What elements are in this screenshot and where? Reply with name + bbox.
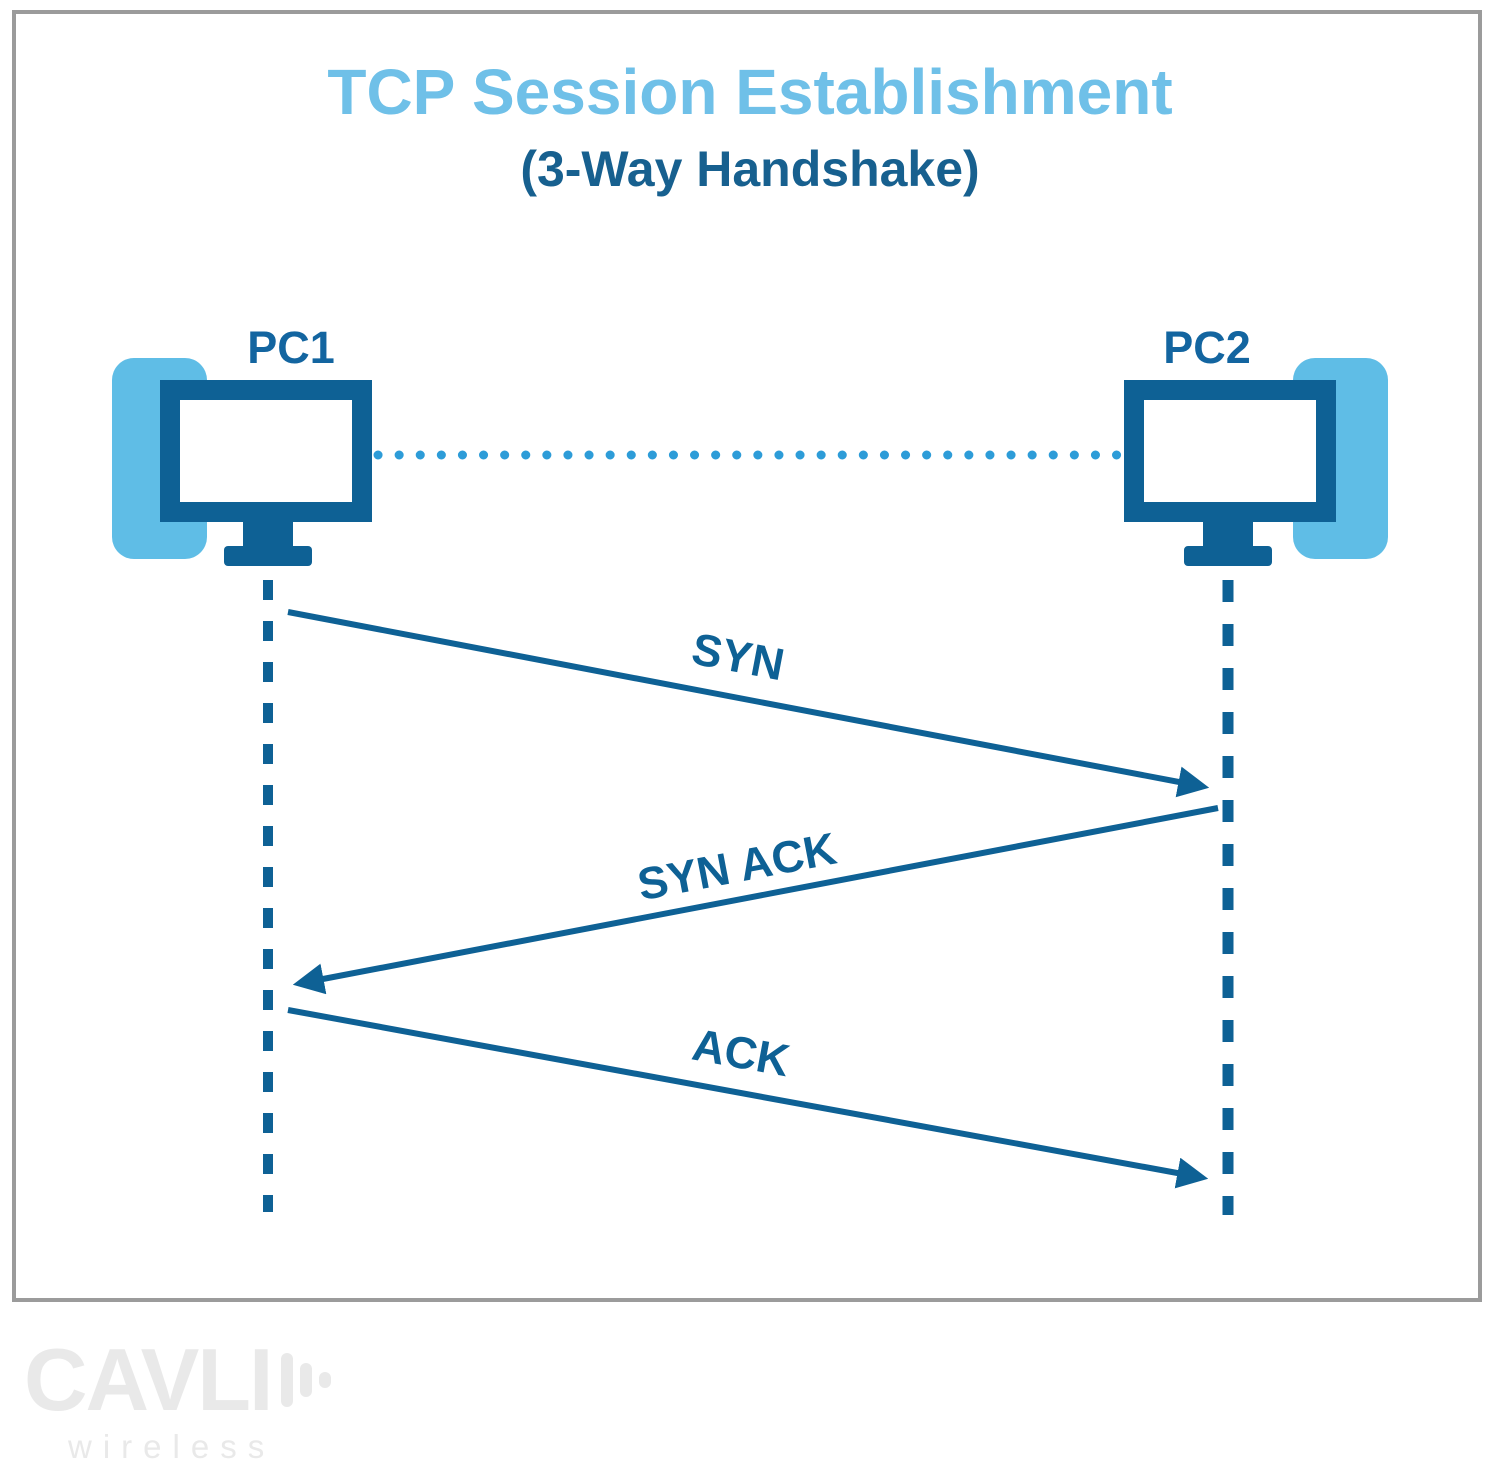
- signal-bar-large: [281, 1353, 294, 1407]
- pc1-label: PC1: [247, 322, 335, 373]
- pc1-stand-neck: [243, 522, 293, 550]
- diagram-title: TCP Session Establishment: [327, 56, 1173, 128]
- signal-bar-medium: [300, 1363, 313, 1397]
- syn-ack-arrow: [292, 805, 1219, 995]
- pc2-stand-base: [1184, 546, 1272, 566]
- pc1-computer-icon: [112, 358, 372, 566]
- cavli-wireless-logo: CAVLI wireless: [24, 1336, 338, 1466]
- syn-arrow: [287, 609, 1210, 798]
- diagram-frame: [12, 10, 1482, 1302]
- pc2-computer-icon: [1124, 358, 1388, 566]
- diagram-subtitle: (3-Way Handshake): [520, 141, 980, 197]
- pc2-screen: [1144, 400, 1316, 502]
- logo-tagline-text: wireless: [68, 1428, 276, 1465]
- pc2-label: PC2: [1163, 322, 1251, 373]
- ack-arrow: [287, 1007, 1209, 1189]
- signal-bars-icon: [281, 1353, 338, 1407]
- pc1-stand-base: [224, 546, 312, 566]
- signal-bar-small: [319, 1372, 332, 1388]
- pc2-stand-neck: [1203, 522, 1253, 550]
- logo-brand-text: CAVLI: [24, 1330, 273, 1429]
- pc1-screen: [180, 400, 352, 502]
